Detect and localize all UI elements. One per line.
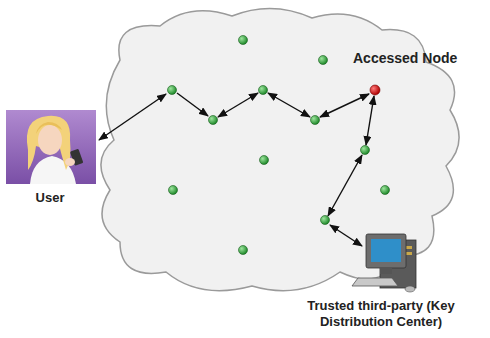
network-dots [168, 36, 390, 255]
kdc-label: Trusted third-party (Key Distribution Ce… [276, 298, 486, 329]
user-label: User [36, 190, 65, 206]
node-label: Accessed Node [353, 50, 457, 67]
user-illustration [6, 110, 96, 184]
network-cloud [101, 8, 459, 290]
accessed-node-dot [370, 85, 380, 95]
route-arrows [99, 93, 374, 246]
computer-illustration [352, 234, 416, 292]
